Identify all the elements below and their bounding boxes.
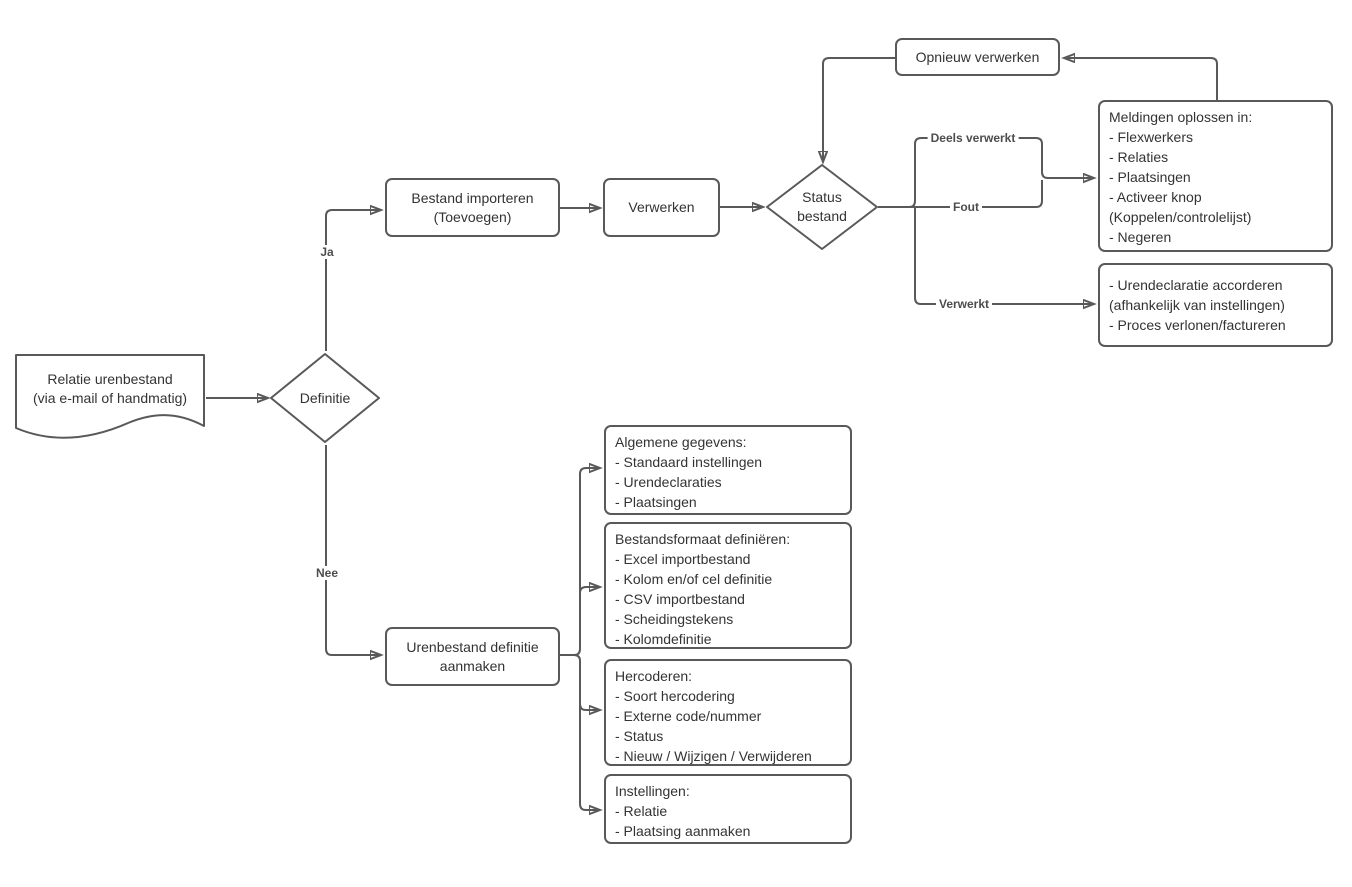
node-label: Status bestand	[797, 189, 847, 224]
node-instellingen: Instellingen: - Relatie - Plaatsing aanm…	[604, 774, 852, 844]
edge-label-ja: Ja	[317, 245, 337, 259]
edge-label-deels-verwerkt: Deels verwerkt	[927, 131, 1019, 145]
edge-to-hercoderen	[579, 703, 599, 710]
edge-nee-to-urenbestand-definitie	[325, 445, 380, 655]
node-urendeclaratie-accorderen: - Urendeclaratie accorderen (afhankelijk…	[1098, 263, 1333, 347]
edge-meldingen-to-opnieuw	[1065, 58, 1218, 100]
edge-deels-verwerkt	[878, 137, 1093, 208]
edge-to-bestandsformaat	[579, 587, 599, 594]
edge-label-fout: Fout	[950, 200, 982, 214]
edge-to-instellingen	[560, 654, 599, 810]
node-status-bestand-decision: Status bestand	[764, 162, 880, 252]
node-definitie-decision: Definitie	[268, 351, 382, 445]
node-meldingen-oplossen: Meldingen oplossen in: - Flexwerkers - R…	[1098, 100, 1333, 252]
node-urenbestand-definitie-aanmaken: Urenbestand definitie aanmaken	[385, 627, 560, 686]
node-bestandsformaat-definieren: Bestandsformaat definiëren: - Excel impo…	[604, 522, 852, 649]
edge-fout	[878, 180, 1043, 208]
diamond-shape	[766, 164, 878, 250]
edge-verwerkt	[914, 207, 1093, 304]
node-opnieuw-verwerken: Opnieuw verwerken	[895, 38, 1060, 76]
document-shape	[15, 354, 205, 439]
edge-opnieuw-to-status	[823, 57, 895, 161]
node-bestand-importeren: Bestand importeren (Toevoegen)	[385, 178, 560, 237]
node-verwerken: Verwerken	[603, 178, 720, 237]
edge-to-algemene-gegevens	[560, 468, 599, 656]
edge-ja-to-bestand-importeren	[325, 210, 380, 351]
node-algemene-gegevens: Algemene gegevens: - Standaard instellin…	[604, 425, 852, 515]
node-relatie-urenbestand: Relatie urenbestand (via e-mail of handm…	[14, 353, 206, 443]
edge-label-verwerkt: Verwerkt	[935, 297, 993, 311]
diamond-shape	[270, 353, 380, 443]
node-label: Definitie	[299, 389, 351, 406]
node-hercoderen: Hercoderen: - Soort hercodering - Extern…	[604, 659, 852, 766]
edge-label-nee: Nee	[312, 566, 342, 580]
node-label: Relatie urenbestand (via e-mail of handm…	[32, 371, 188, 406]
